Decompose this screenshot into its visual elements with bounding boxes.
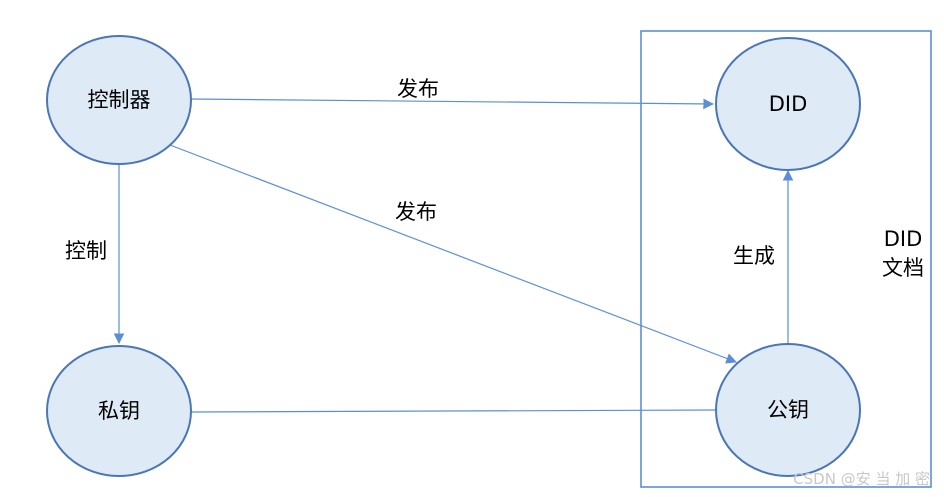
node-private-key-shape	[46, 345, 192, 477]
edge-label-controller-to-public-key: 发布	[395, 200, 437, 224]
did-document-label-line2: 文档	[882, 256, 924, 280]
did-document-label-line1: DID	[884, 227, 923, 251]
edge-label-controller-to-did: 发布	[397, 77, 439, 101]
edge-private-key-public-key	[190, 409, 716, 413]
edge-label-public-key-to-did: 生成	[733, 244, 775, 268]
node-public-key: 公钥	[715, 343, 861, 477]
node-did-label: DID	[769, 92, 808, 116]
watermark: CSDN @安 当 加 密	[793, 470, 930, 488]
node-private-key: 私钥	[46, 345, 192, 477]
node-public-key-shape	[715, 343, 861, 477]
node-did: DID	[715, 37, 861, 171]
edge-controller-to-did	[190, 98, 715, 110]
node-controller: 控制器	[46, 35, 192, 165]
node-private-key-label: 私钥	[98, 399, 140, 423]
node-controller-shape	[46, 35, 192, 165]
node-public-key-label: 公钥	[767, 398, 809, 422]
node-controller-label: 控制器	[88, 88, 151, 112]
did-document-box	[640, 30, 932, 488]
node-did-shape	[715, 37, 861, 171]
edge-label-controller-to-private-key: 控制	[65, 239, 107, 263]
edge-controller-to-public-key	[169, 144, 738, 364]
